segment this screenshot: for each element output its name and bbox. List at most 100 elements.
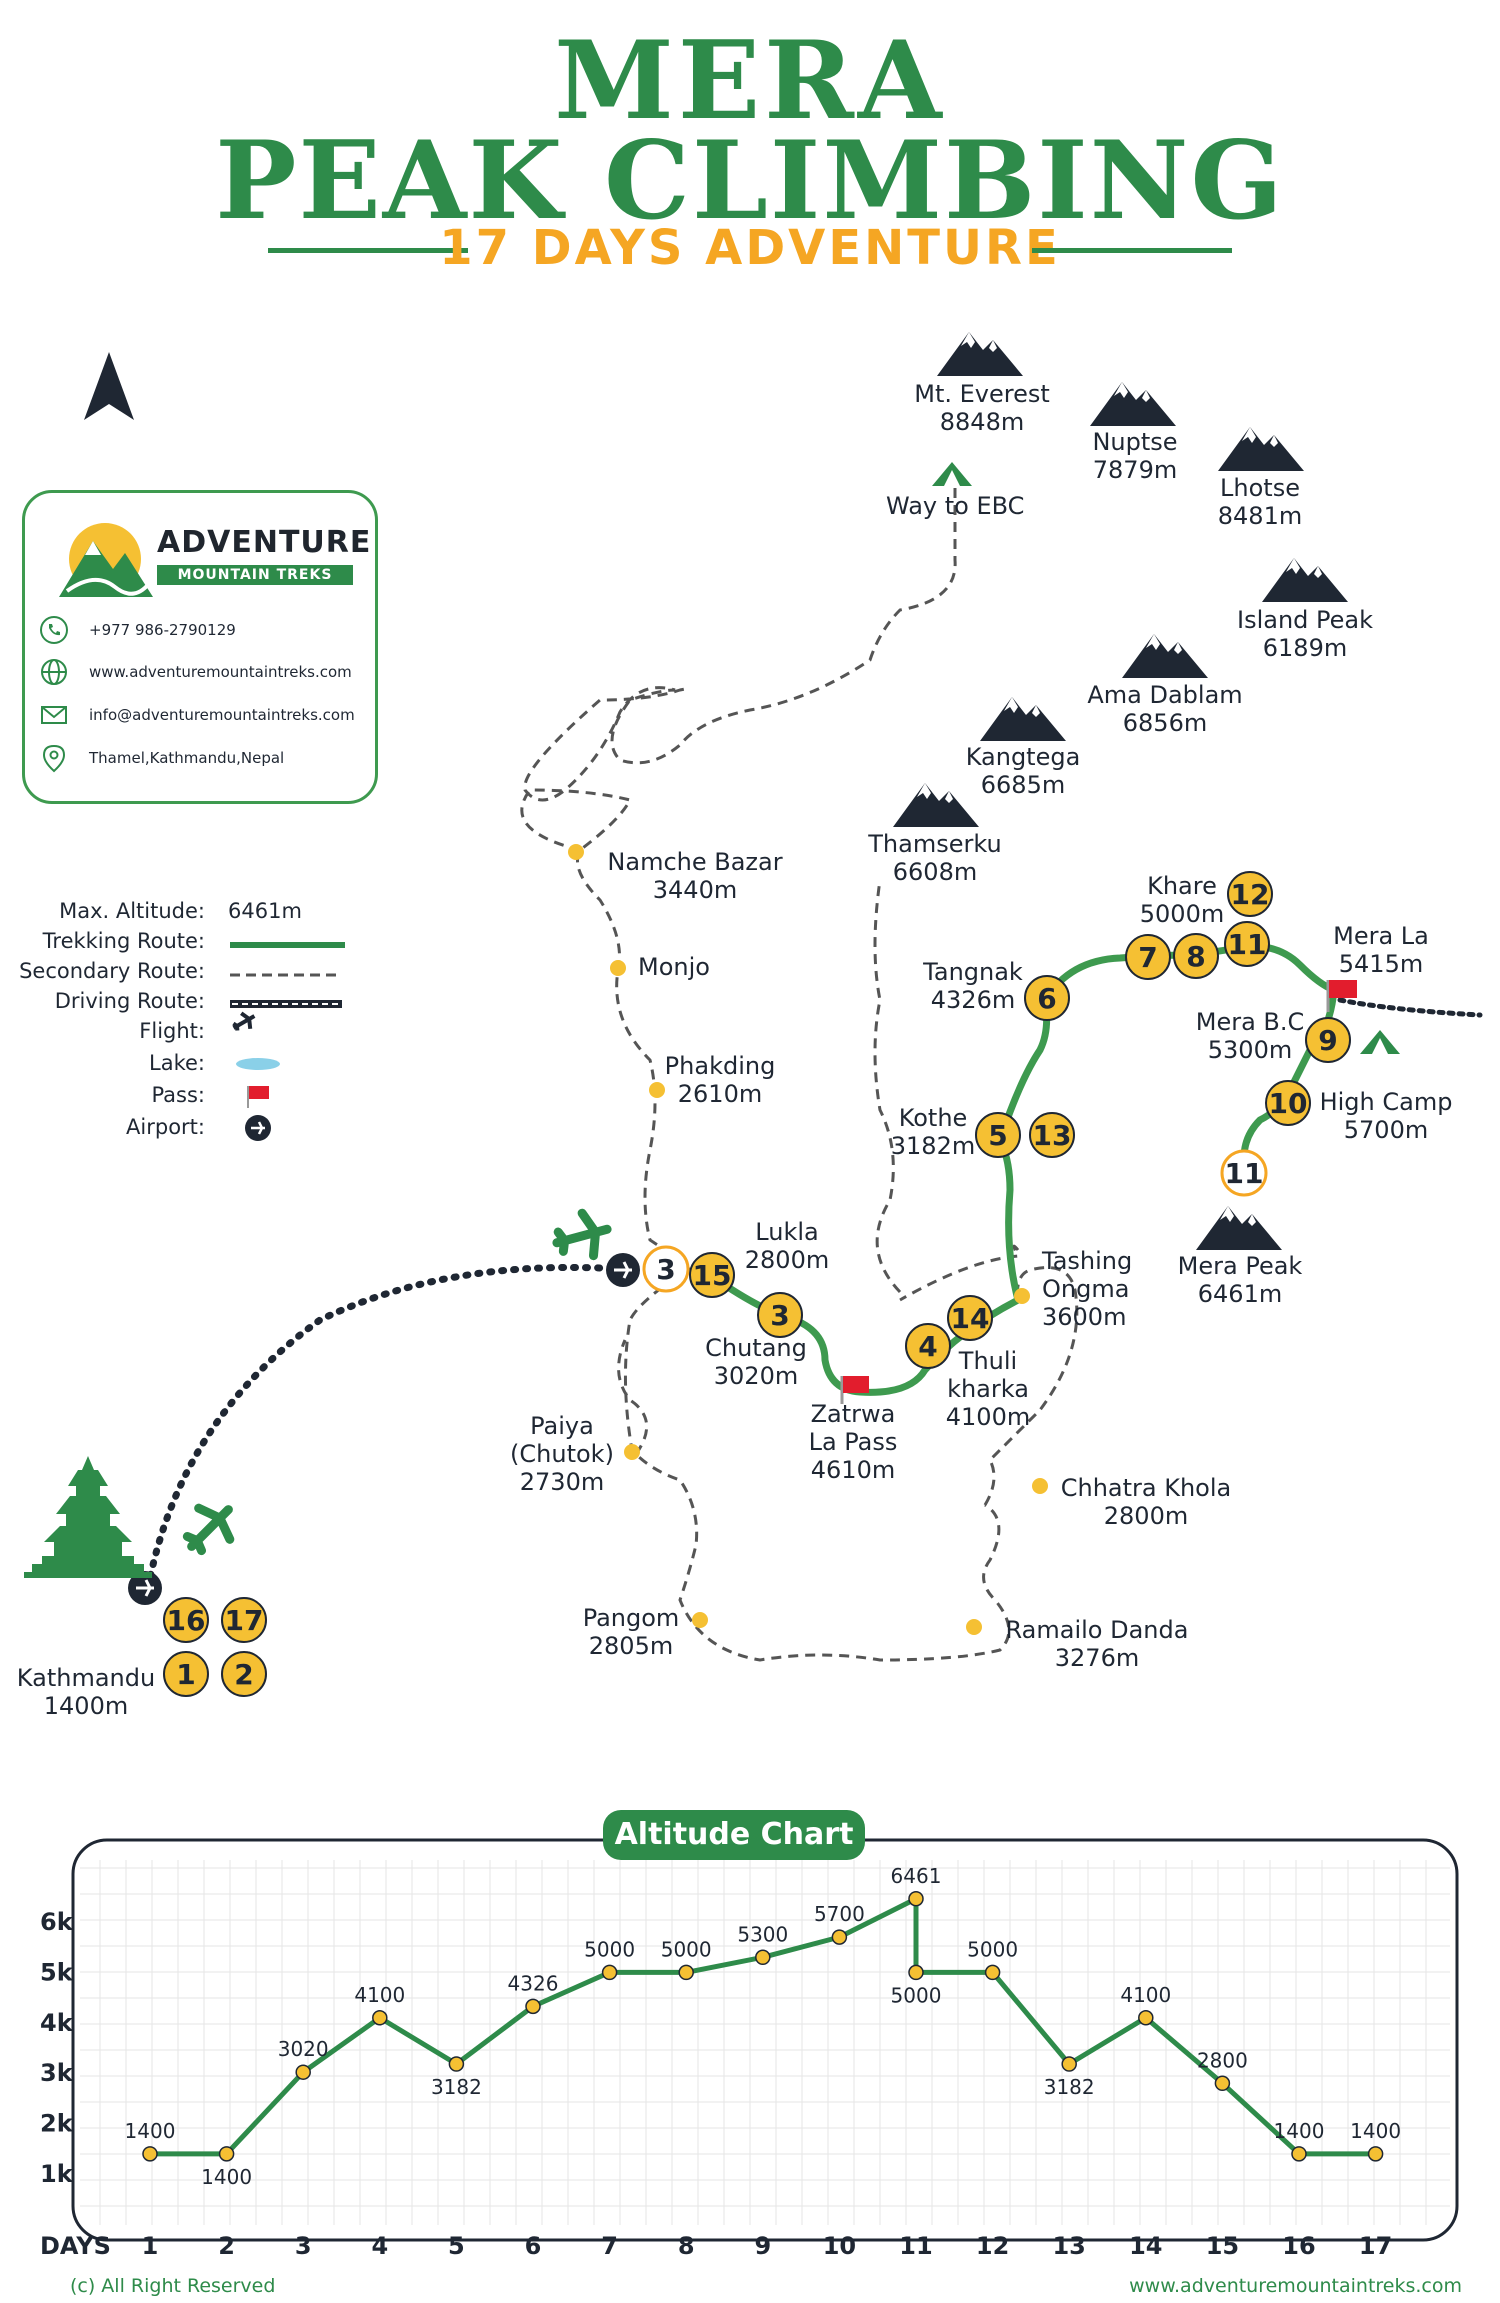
legend-pass: Pass:	[151, 1083, 205, 1107]
phone-icon	[40, 616, 68, 644]
legend-airport-icon	[245, 1115, 271, 1141]
x-tick-label: 7	[601, 2232, 618, 2260]
legend-lake: Lake:	[149, 1051, 205, 1075]
footer-copyright: (c) All Right Reserved	[70, 2275, 276, 2297]
day-badge-label: 3	[770, 1299, 789, 1332]
x-tick-label: 5	[448, 2232, 465, 2260]
x-tick-label: 9	[754, 2232, 771, 2260]
altitude-data-label: 5000	[891, 1983, 942, 2007]
day-badge-lukla-b: 15	[689, 1252, 735, 1298]
mail-icon	[41, 706, 67, 724]
altitude-point	[755, 1949, 771, 1966]
day-badge-ktm-c: 1	[163, 1651, 209, 1697]
day-badge-chutang: 3	[757, 1292, 803, 1338]
legend-driving-route: Driving Route:	[54, 989, 205, 1013]
day-badge-label: 17	[225, 1604, 264, 1637]
y-tick-label: 4k	[40, 2009, 74, 2037]
altitude-point	[295, 2064, 311, 2080]
day-badge-thuli-a: 4	[905, 1323, 951, 1369]
legend-lake-icon	[236, 1058, 280, 1070]
altitude-point	[908, 1891, 924, 1907]
day-badge-label: 8	[1186, 940, 1205, 973]
location-pin-icon	[42, 744, 66, 773]
footer-website[interactable]: www.adventuremountaintreks.com	[1129, 2275, 1462, 2297]
day-badge-label: 15	[693, 1259, 732, 1292]
y-tick-label: 6k	[40, 1908, 74, 1936]
legend-flight: Flight:	[139, 1019, 205, 1043]
x-tick-label: 12	[976, 2232, 1009, 2260]
plane-icon-lukla	[552, 1208, 612, 1261]
email-link[interactable]: info@adventuremountaintreks.com	[89, 706, 355, 724]
company-name: ADVENTURE	[157, 525, 372, 560]
day-badge-mera-bc: 9	[1305, 1017, 1351, 1063]
address-text: Thamel,Kathmandu,Nepal	[89, 749, 285, 767]
altitude-data-label: 5000	[661, 1937, 712, 1961]
day-badge-kothe-b: 13	[1029, 1112, 1075, 1158]
altitude-data-label: 5300	[737, 1922, 788, 1946]
day-badge-label: 1	[176, 1658, 195, 1691]
altitude-data-label: 4326	[508, 1971, 559, 1995]
legend-trekking-route: Trekking Route:	[42, 929, 205, 953]
driving-route-east	[1337, 997, 1483, 1018]
day-badge-tangnak: 6	[1024, 975, 1070, 1021]
company-logo-icon	[59, 523, 153, 597]
flag-zatrwa-icon	[840, 1376, 869, 1404]
altitude-data-label: 1400	[201, 2165, 252, 2189]
altitude-data-label: 3182	[1044, 2075, 1095, 2099]
x-tick-label: 8	[678, 2232, 695, 2260]
altitude-data-label: 4100	[354, 1983, 405, 2007]
altitude-point	[372, 2010, 388, 2026]
day-badge-lukla-a: 3	[642, 1245, 690, 1293]
title-line-1: MERA	[554, 18, 946, 144]
day-badge-thuli-b: 14	[947, 1295, 993, 1341]
day-badge-ktm-b: 17	[221, 1597, 267, 1643]
stop-dots	[568, 844, 1048, 1635]
x-tick-label: 3	[295, 2232, 312, 2260]
phone-text[interactable]: +977 986-2790129	[89, 621, 236, 639]
day-badge-ktm-d: 2	[221, 1651, 267, 1697]
day-badge-label: 13	[1033, 1119, 1072, 1152]
altitude-point	[908, 1964, 924, 1981]
x-tick-label: 14	[1129, 2232, 1162, 2260]
north-arrow-icon	[84, 352, 134, 420]
chart-grid	[80, 1860, 1450, 2225]
altitude-data-label: 1400	[125, 2119, 176, 2143]
x-tick-label: 6	[525, 2232, 542, 2260]
y-tick-label: 5k	[40, 1958, 74, 1986]
altitude-point	[448, 2056, 465, 2072]
altitude-point	[831, 1929, 848, 1945]
day-badge-label: 3	[656, 1253, 675, 1286]
website-link[interactable]: www.adventuremountaintreks.com	[89, 663, 352, 681]
company-info-box: ADVENTURE MOUNTAIN TREKS +977 986-279012…	[22, 490, 378, 804]
x-tick-label: 11	[899, 2232, 932, 2260]
x-tick-label: 1	[142, 2232, 159, 2260]
chart-title: Altitude Chart	[603, 1810, 865, 1860]
day-badge-label: 5	[988, 1119, 1007, 1152]
title-line-2: PEAK CLIMBING	[215, 118, 1285, 244]
altitude-data-label: 1400	[1274, 2119, 1325, 2143]
altitude-point	[984, 1964, 1001, 1981]
label-way-to-ebc: Way to EBC	[886, 492, 1025, 520]
day-badge-khare-a: 7	[1125, 934, 1171, 980]
altitude-data-label: 1400	[1350, 2119, 1401, 2143]
airport-lukla-icon	[606, 1253, 640, 1287]
altitude-data-label: 3182	[431, 2075, 482, 2099]
temple-kathmandu-icon	[24, 1456, 152, 1578]
